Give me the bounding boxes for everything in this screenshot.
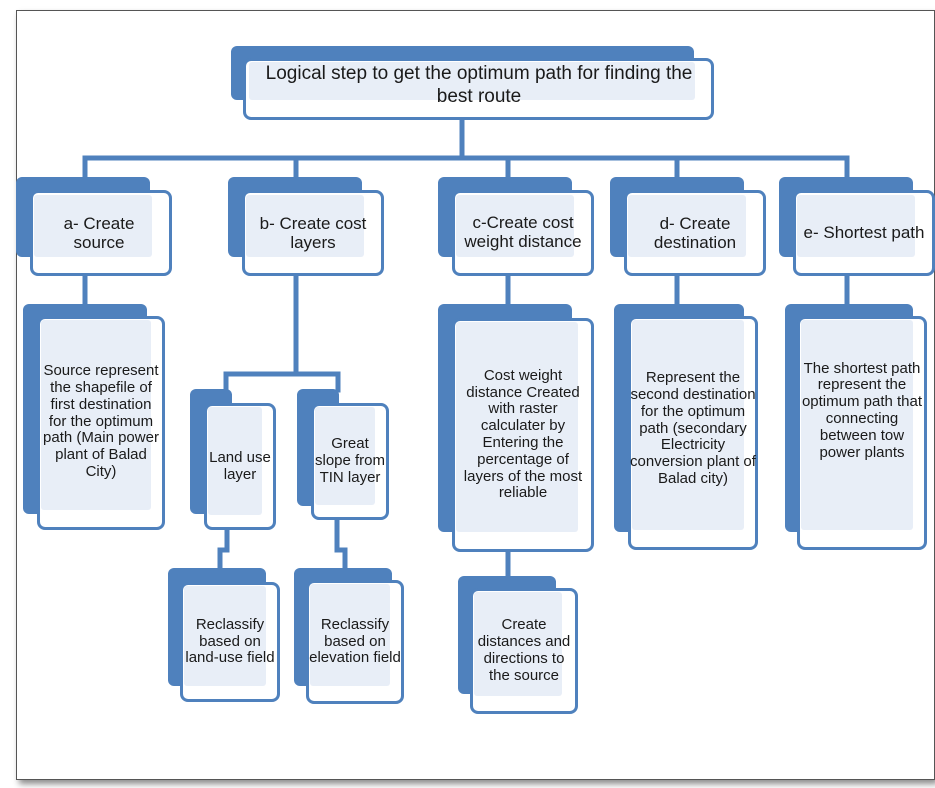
step-c-detail-text: Cost weight distance Created with raster… [463,366,583,502]
step-b-label: b- Create cost layers [259,213,367,252]
step-a-detail-text: Source represent the shapefile of first … [43,362,159,480]
step-a-label: a- Create source [63,213,135,252]
diagram-title: Logical step to get the optimum path for… [265,63,693,107]
step-c-label: c-Create cost weight distance [464,212,582,251]
step-d-detail-text: Represent the second destination for the… [630,369,756,487]
land-use-layer-text: Land use layer [209,448,271,483]
reclassify-elevation-text: Reclassify based on elevation field [309,615,401,667]
step-e-detail-text: The shortest path represent the optimum … [801,359,923,461]
step-e-label: e- Shortest path [803,223,925,243]
step-d-label: d- Create destination [653,213,737,252]
create-distances-text: Create distances and directions to the s… [477,616,571,684]
reclassify-landuse-text: Reclassify based on land-use field [185,615,275,667]
great-slope-text: Great slope from TIN layer [314,435,386,486]
